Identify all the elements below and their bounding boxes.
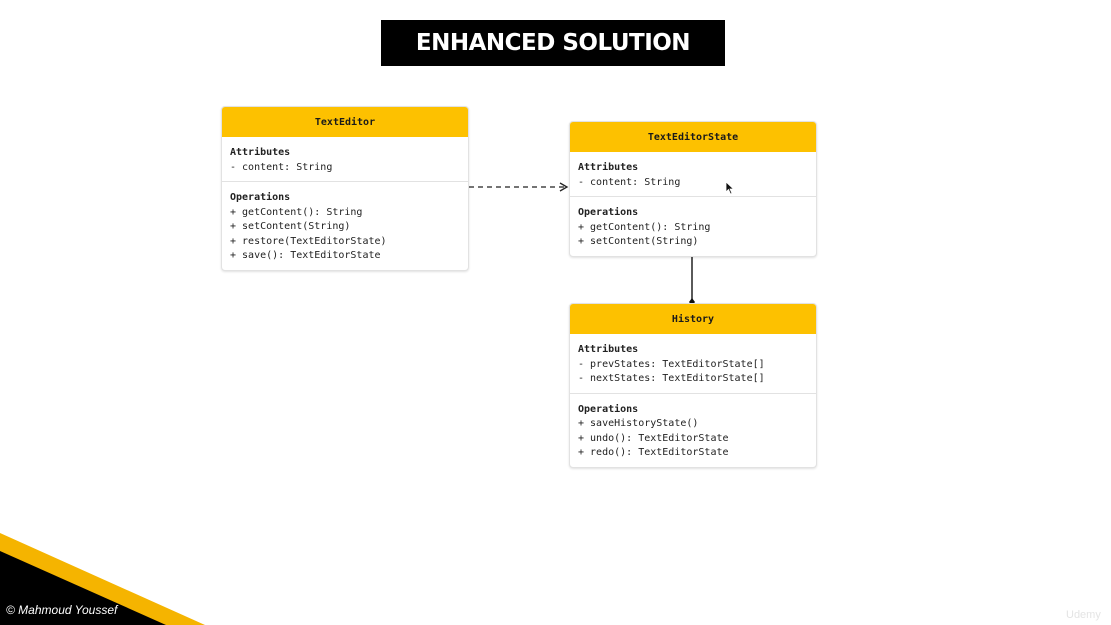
section-title: Operations: [578, 207, 639, 218]
operation-line: + saveHistoryState(): [578, 418, 699, 429]
class-box-history: History Attributes - prevStates: TextEdi…: [569, 303, 817, 468]
mouse-pointer-icon: [725, 181, 735, 195]
operations-section: Operations + getContent(): String + setC…: [222, 181, 468, 270]
operation-line: + getContent(): String: [578, 221, 711, 233]
section-title: Operations: [230, 192, 291, 203]
operation-line: + redo(): TextEditorState: [578, 447, 729, 458]
slide-title: ENHANCED SOLUTION: [381, 20, 725, 66]
attributes-section: Attributes - prevStates: TextEditorState…: [570, 334, 816, 393]
class-name: TextEditorState: [570, 122, 816, 152]
attributes-section: Attributes - content: String: [570, 152, 816, 196]
section-title: Attributes: [578, 344, 639, 355]
attributes-section: Attributes - content: String: [222, 137, 468, 181]
section-title: Operations: [578, 403, 639, 415]
operation-line: + restore(TextEditorState): [230, 235, 387, 247]
attribute-line: - content: String: [578, 176, 681, 188]
operation-line: + save(): TextEditorState: [230, 250, 381, 261]
operations-section: Operations + getContent(): String + setC…: [570, 196, 816, 256]
attribute-line: - nextStates: TextEditorState[]: [578, 373, 765, 384]
operation-line: + getContent(): String: [230, 206, 363, 218]
class-name: History: [570, 304, 816, 334]
attribute-line: - prevStates: TextEditorState[]: [578, 358, 765, 370]
section-title: Attributes: [230, 147, 291, 158]
class-name: TextEditor: [222, 107, 468, 137]
operation-line: + setContent(String): [230, 221, 351, 232]
operation-line: + undo(): TextEditorState: [578, 432, 729, 444]
section-title: Attributes: [578, 162, 639, 173]
class-box-texteditor: TextEditor Attributes - content: String …: [221, 106, 469, 271]
operation-line: + setContent(String): [578, 236, 699, 247]
udemy-watermark: Udemy: [1066, 609, 1101, 621]
corner-dark-block: [0, 551, 166, 625]
attribute-line: - content: String: [230, 161, 333, 173]
copyright-text: © Mahmoud Youssef: [6, 603, 118, 617]
operations-section: Operations + saveHistoryState() + undo()…: [570, 392, 816, 467]
class-box-texteditorstate: TextEditorState Attributes - content: St…: [569, 121, 817, 257]
